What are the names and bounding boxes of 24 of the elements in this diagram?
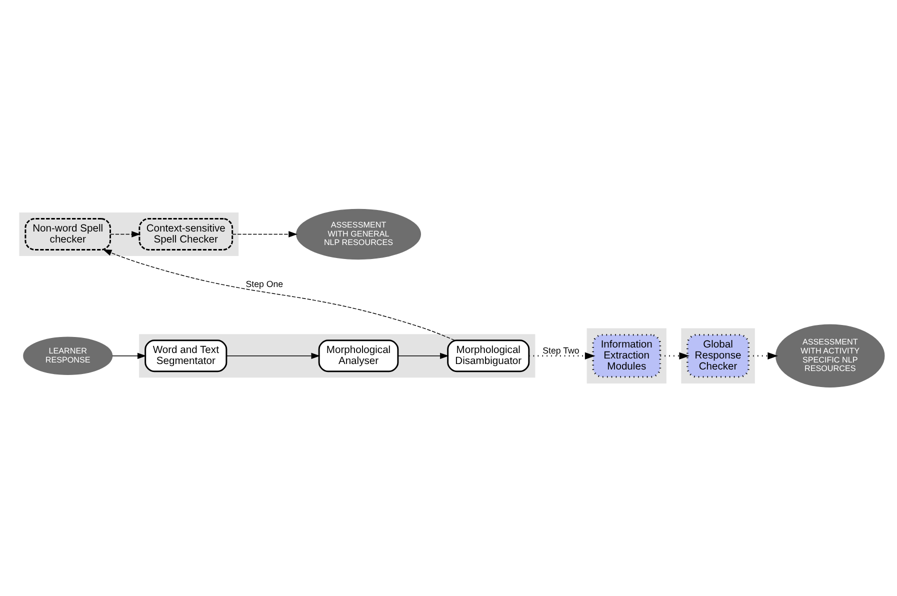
- arrow: [102, 249, 455, 341]
- node-box: Morphological Disambiguator: [446, 340, 530, 372]
- arrow: [109, 231, 140, 238]
- arrow: [226, 352, 320, 359]
- node-box: Global Response Checker: [686, 334, 750, 378]
- node-box: Non-word Spell checker: [24, 218, 110, 250]
- node-box: Context-sensitive Spell Checker: [138, 218, 233, 250]
- arrow: [232, 231, 297, 238]
- node-box: Morphological Analyser: [318, 340, 398, 372]
- cluster: [138, 334, 535, 378]
- arrow: [660, 352, 690, 360]
- arrow: [528, 352, 595, 360]
- arrow: [397, 352, 448, 359]
- cluster: [586, 328, 666, 384]
- arrow: [111, 352, 146, 359]
- node-ellipse: LEARNER RESPONSE: [22, 336, 112, 375]
- arrow: [748, 352, 778, 360]
- edge-label: Step One: [245, 279, 283, 290]
- cluster: [680, 328, 754, 384]
- node-box: Word and Text Segmentator: [144, 340, 227, 372]
- node-box: Information Extraction Modules: [592, 334, 661, 378]
- node-ellipse: ASSESSMENT WITH GENERAL NLP RESOURCES: [296, 208, 421, 260]
- node-ellipse: ASSESSMENT WITH ACTIVITY SPECIFIC NLP RESOURCES: [775, 324, 884, 388]
- edge-label: Step Two: [542, 345, 579, 356]
